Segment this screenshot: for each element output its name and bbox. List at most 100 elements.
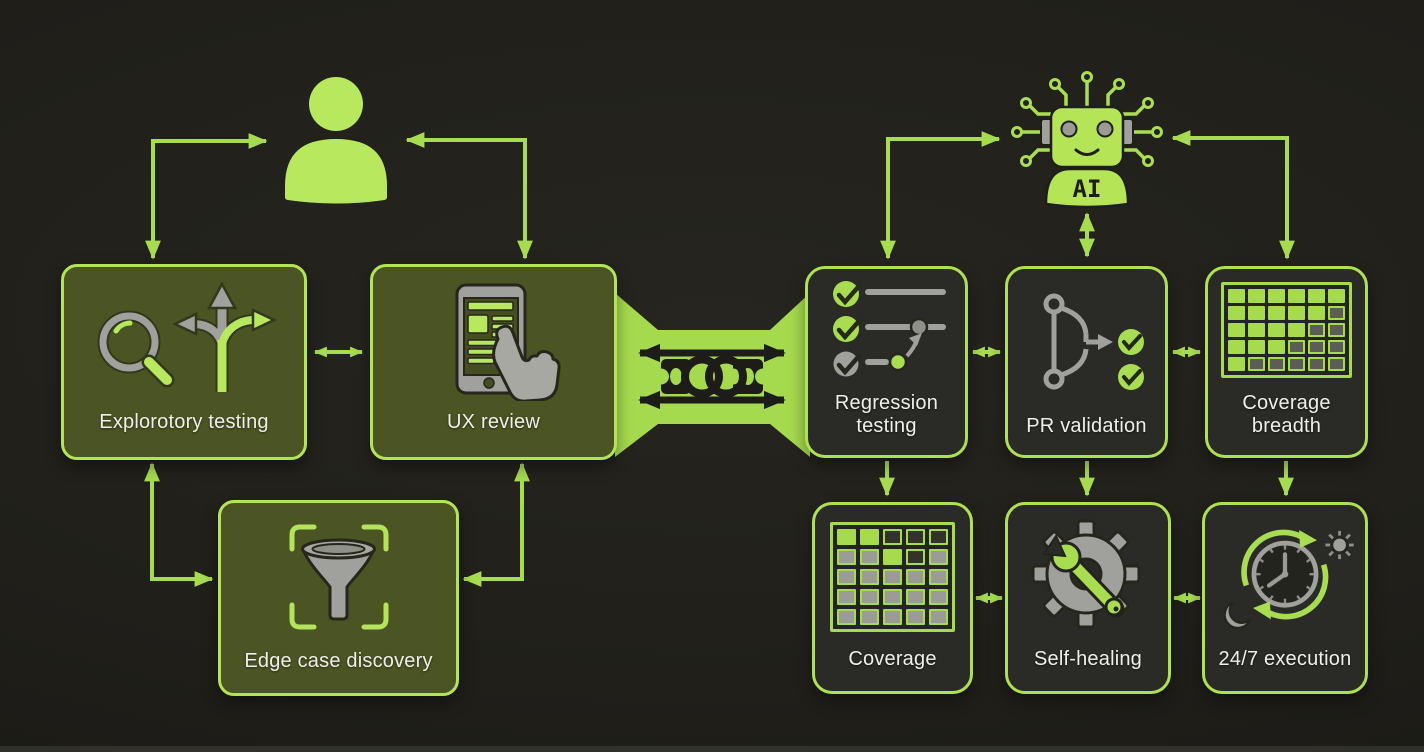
grid-cell [1228, 340, 1245, 355]
grid-cell [906, 548, 925, 565]
grid-cell [883, 528, 902, 545]
branching-arrows-icon-part [206, 281, 237, 310]
box-label: UX review [447, 411, 540, 434]
checklist-icon-part [836, 284, 861, 306]
grid-cell [883, 568, 902, 585]
grid-cell [1308, 340, 1325, 355]
circuit-nodes-part [1151, 126, 1163, 138]
circuit-traces-part [1028, 148, 1051, 160]
sun-icon-part [1330, 535, 1349, 554]
box-label: Self-healing [1033, 648, 1143, 671]
slider-dot [909, 318, 928, 337]
wrench-icon [1042, 533, 1125, 618]
check-circle-gray [833, 351, 858, 377]
grid-cell [1248, 289, 1265, 304]
circuit-nodes-part [1081, 71, 1093, 83]
branching-arrows-icon-part [251, 308, 277, 333]
grid-cell [860, 608, 879, 625]
box-coverage: Coverage [812, 502, 973, 694]
grid-cell [1308, 323, 1325, 338]
box-self-healing: Self-healing [1005, 502, 1171, 694]
grid-cell [1268, 357, 1285, 372]
robot-mouth [1074, 148, 1100, 156]
circuit-nodes [1011, 71, 1163, 167]
grid-cell [906, 568, 925, 585]
grid-cell [1328, 289, 1345, 304]
chain-links-icon [653, 355, 771, 398]
chain-links-icon-part [653, 368, 669, 385]
refresh-arrows-part [1267, 563, 1329, 620]
funnel-scan-icon-part [311, 542, 365, 555]
person-icon-part [285, 139, 387, 204]
clock-ticks-part [1296, 594, 1301, 600]
grid-cell [1288, 340, 1305, 355]
branching-arrows-icon-part [171, 312, 197, 337]
box-label: PR validation [1026, 415, 1147, 438]
checklist-icon-part [836, 319, 861, 341]
check-circle [1117, 329, 1144, 356]
sun-icon-part-part [1328, 550, 1334, 557]
bottom-edge-artifact [0, 746, 1424, 752]
refresh-arrows-part [1241, 529, 1303, 587]
grid-cell [1308, 357, 1325, 372]
circuit-traces [1022, 82, 1152, 160]
box-ux-review: UX review [370, 264, 617, 460]
grid-cell [1268, 306, 1285, 321]
clock-ticks-part [1296, 547, 1301, 553]
trend-arrowhead [908, 333, 922, 347]
tap-hand-icon [492, 324, 561, 402]
viewfinder-brackets-part [289, 524, 316, 552]
merge-arrowhead [1097, 334, 1113, 351]
arrow-exploratory-person [145, 133, 268, 260]
home-button [483, 377, 495, 389]
clock-ticks-part [1305, 585, 1312, 590]
robot-body [1044, 167, 1130, 209]
coverage-grid [830, 521, 955, 632]
arrow-edge-ux [462, 462, 530, 587]
check-circle [832, 316, 859, 343]
moon-icon [1223, 601, 1252, 629]
grid-cell [1288, 289, 1305, 304]
screen-content-part [491, 315, 514, 322]
sun-icon [1325, 530, 1354, 559]
box-label: 24/7 execution [1218, 648, 1352, 671]
gear-wrench-icon [1008, 505, 1168, 648]
arrow-person-ux-review [405, 132, 533, 260]
grid-cell [837, 568, 856, 585]
clock-ticks [1255, 544, 1315, 604]
grid-cell [837, 588, 856, 605]
box-coverage-breadth: Coverage breadth [1205, 266, 1368, 458]
check-circle [1117, 364, 1144, 391]
grid-cell [1328, 306, 1345, 321]
funnel-scan-icon [221, 503, 456, 650]
grid-cell [1288, 357, 1305, 372]
grid-cell [860, 588, 879, 605]
grid-cell [860, 568, 879, 585]
magnifier-lens [99, 312, 158, 372]
git-branch-part [1059, 348, 1088, 378]
circuit-nodes-part [1011, 126, 1023, 138]
grid-cell [1228, 323, 1245, 338]
box-regression-testing: Regression testing [805, 266, 968, 458]
box-pr-validation: PR validation [1005, 266, 1168, 458]
check-circle [832, 281, 859, 308]
circuit-nodes-part [1113, 78, 1125, 90]
git-branch-part [1083, 334, 1098, 345]
viewfinder-brackets-part [289, 602, 316, 630]
grid-cell [1228, 306, 1245, 321]
circuit-nodes-part [1142, 97, 1154, 109]
arrow-edge-exploratory [144, 462, 214, 587]
coverage-grid-icon [1208, 269, 1365, 392]
grid-cell [1248, 306, 1265, 321]
clock-ticks-part [1258, 585, 1265, 590]
merge-checks-icon [1008, 269, 1165, 415]
clock-ticks-part [1258, 557, 1265, 563]
branching-arrows-icon [171, 281, 277, 393]
grid-cell [860, 528, 879, 545]
screen-content-part [467, 339, 499, 347]
grid-cell [1248, 340, 1265, 355]
person-icon-part [309, 77, 363, 131]
branch-node [1043, 293, 1064, 315]
grid-cell [1268, 289, 1285, 304]
